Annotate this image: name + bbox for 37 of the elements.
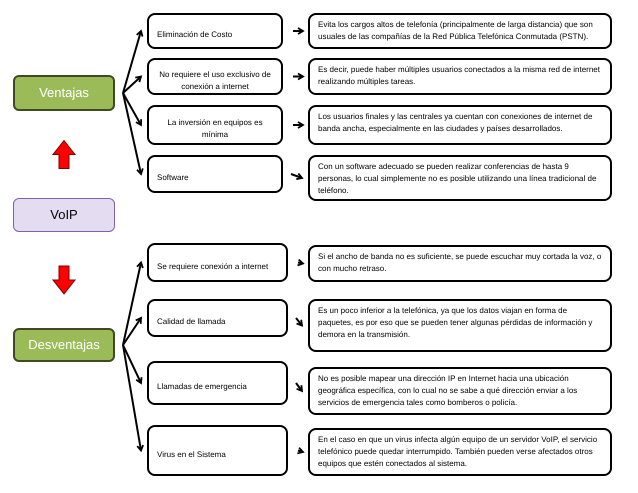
arrow xyxy=(293,121,304,129)
aspect-box: Llamadas de emergencia xyxy=(147,361,288,405)
block-arrow xyxy=(52,140,76,169)
arrow xyxy=(122,262,144,346)
aspect-box: La inversión en equipos es mínima xyxy=(147,105,283,145)
aspect-box: Software xyxy=(147,155,283,193)
arrow xyxy=(122,344,144,452)
arrow xyxy=(122,76,142,94)
arrow xyxy=(296,258,304,266)
description-box: Evita los cargos altos de telefonía (principalmente de larga distancia) que son usuales de las compañías de la Red Pública Telefónica Conmutada (PSTN). xyxy=(308,13,612,49)
aspect-box: Eliminación de Costo xyxy=(147,13,283,49)
description-box: Si el ancho de banda no es suficiente, se puede escuchar muy cortada la voz, o con mucho retraso. xyxy=(308,245,612,282)
topic-box: VoIP xyxy=(13,198,115,232)
aspect-box: Se requiere conexión a internet xyxy=(147,243,288,282)
description-box: Es decir, puede haber múltiples usuarios conectados a la misma red de internet realizando múltiples tareas. xyxy=(308,58,612,95)
arrow xyxy=(295,382,303,392)
description-box: Es un poco inferior a la telefónica, ya que los datos viajan en forma de paquetes, es por eso que se pueden tener algunas pérdidas de información y demora en la transmisión. xyxy=(308,299,612,352)
arrow xyxy=(293,72,304,80)
description-box: Los usuarios finales y las centrales ya cuentan con conexiones de internet de banda ancha, especialmente en las ciudades y países desarrollados. xyxy=(308,105,612,145)
aspect-box: Virus en el Sistema xyxy=(147,425,288,476)
arrow xyxy=(122,317,142,346)
description-box: No es posible mapear una dirección IP en Internet hacia una ubicación geográfica específica, con lo cual no se sabe a qué dirección enviar a los servicios de emergencia tales como bomberos o policía. xyxy=(308,367,612,415)
arrow xyxy=(122,92,142,126)
aspect-box: Calidad de llamada xyxy=(147,299,288,337)
arrow xyxy=(122,344,142,384)
arrow xyxy=(295,317,303,326)
arrow xyxy=(296,446,304,454)
description-box: Con un software adecuado se pueden realizar conferencias de hasta 9 personas, lo cual simplemente no es posible utilizando una línea tradicional de teléfono. xyxy=(308,155,612,201)
arrow xyxy=(122,30,144,94)
category-box: Desventajas xyxy=(13,328,115,362)
arrow xyxy=(122,92,144,175)
arrow xyxy=(293,27,304,35)
arrow xyxy=(290,172,303,180)
description-box: En el caso en que un virus infecta algún equipo de un servidor VoIP, el servicio telefónico puede quedar interrumpido. También pueden verse afectados otros equipos que estén conectados al sistema. xyxy=(308,428,612,476)
aspect-box: No requiere el uso exclusivo de conexión a internet xyxy=(147,58,283,95)
category-box: Ventajas xyxy=(13,75,115,111)
block-arrow xyxy=(52,266,76,295)
